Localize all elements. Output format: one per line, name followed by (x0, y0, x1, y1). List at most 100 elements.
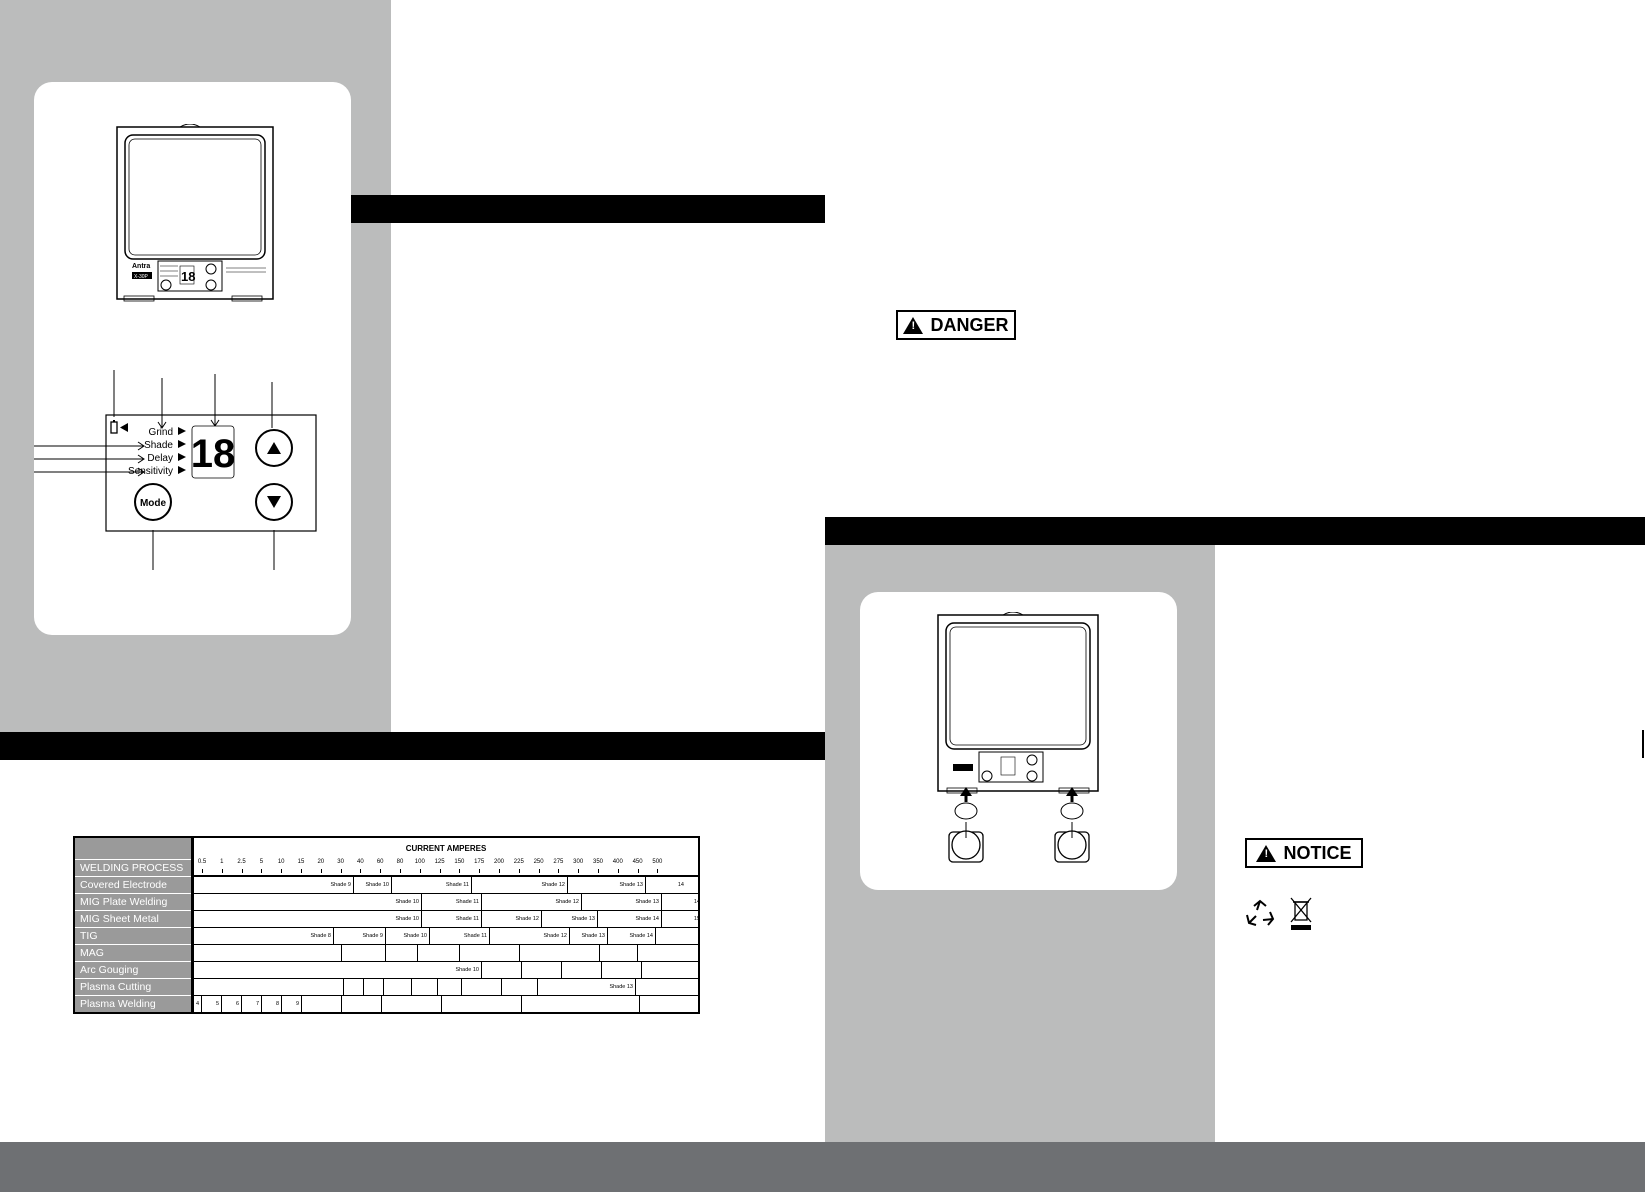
ampere-tick-mark (281, 869, 283, 873)
shade-segment (194, 979, 344, 995)
ampere-tick-label: 400 (612, 859, 623, 865)
shade-segment: 6 (222, 996, 242, 1012)
up-button[interactable] (255, 429, 293, 467)
battery-replacement-diagram (937, 612, 1099, 863)
ampere-tick-mark (637, 869, 639, 873)
shade-segment: Shade 13 (542, 911, 598, 927)
ampere-tick-label: 5 (259, 859, 264, 865)
ampere-tick-label: 40 (357, 859, 364, 865)
shade-segment: 15 (693, 916, 700, 922)
ampere-tick-label: 0.5 (197, 859, 207, 865)
ampere-tick-label: 225 (513, 859, 524, 865)
shade-segment: Shade 11 (422, 894, 482, 910)
shade-segment: Shade 13 (582, 894, 662, 910)
ampere-tick-label: 200 (493, 859, 505, 865)
process-name: TIG (74, 927, 194, 945)
shade-cell: Shade 13 (192, 978, 699, 996)
section-header-bar-top (351, 195, 825, 223)
ampere-tick-label: 30 (337, 859, 344, 865)
shade-segment (412, 979, 438, 995)
shade-segment: Shade 12 (482, 911, 542, 927)
shade-segment: Shade 11 (430, 928, 490, 944)
shade-segment: Shade 10 (354, 877, 392, 893)
ampere-tick-mark (558, 869, 560, 873)
process-name: MIG Sheet Metal (74, 910, 194, 928)
ampere-tick-mark (400, 869, 401, 873)
ampere-tick-mark (598, 869, 599, 873)
ampere-tick-mark (499, 869, 500, 873)
shade-segment: 14 (677, 882, 684, 888)
shade-cell: Shade 10 (192, 961, 699, 979)
shade-segment (462, 979, 502, 995)
shade-cell (192, 944, 699, 962)
down-button[interactable] (255, 483, 293, 521)
section-header-bar-left (0, 732, 825, 760)
ampere-tick-label: 80 (396, 859, 404, 865)
ampere-tick-mark (380, 869, 382, 873)
shade-segment (342, 996, 382, 1012)
shade-segment: Shade 10 (194, 911, 422, 927)
waste-bin-crossed-icon (1290, 897, 1312, 930)
ampere-tick-mark (261, 869, 263, 873)
mode-button-label: Mode (140, 498, 167, 509)
mini-digits: 18 (181, 269, 195, 284)
ampere-tick-label: 15 (297, 859, 305, 865)
ampere-tick-label: 60 (376, 859, 384, 865)
ampere-tick-label: 10 (277, 859, 285, 865)
ampere-tick-label: 100 (414, 859, 425, 865)
shade-segment (364, 979, 384, 995)
table-corner (74, 837, 194, 860)
ampere-tick-label: 450 (632, 859, 643, 865)
shade-segment (438, 979, 462, 995)
shade-segment: Shade 11 (392, 877, 472, 893)
warning-triangle-icon (1256, 844, 1277, 862)
shade-segment (302, 996, 342, 1012)
process-name: Plasma Cutting (74, 978, 194, 996)
ampere-tick-mark (538, 869, 540, 873)
process-name: MIG Plate Welding (74, 893, 194, 911)
mini-model: X-30P (134, 274, 149, 280)
shade-segment (194, 945, 342, 961)
footer-bar (0, 1142, 1645, 1192)
label-shade: Shade (144, 440, 173, 451)
section-header-bar-right (825, 517, 1645, 545)
shade-segment (640, 996, 702, 1012)
shade-segment (562, 962, 602, 978)
ampere-tick-mark (320, 869, 322, 873)
ampere-tick-label: 20 (317, 859, 325, 865)
recycle-icon (1246, 899, 1275, 926)
shade-segment: 8 (262, 996, 282, 1012)
process-name: Covered Electrode (74, 876, 194, 894)
ampere-tick-mark (202, 869, 203, 873)
shade-segment (502, 979, 538, 995)
shade-segment: Shade 13 (568, 877, 646, 893)
table-title: CURRENT AMPERES (192, 837, 699, 859)
mode-button[interactable]: Mode (134, 483, 172, 521)
shade-segment: 5 (202, 996, 222, 1012)
warning-triangle-icon (903, 316, 924, 334)
ampere-tick-mark (518, 869, 520, 873)
shade-segment (342, 945, 386, 961)
shade-segment (602, 962, 642, 978)
shade-segment (522, 962, 562, 978)
ampere-tick-label: 1 (220, 859, 224, 865)
shade-segment: Shade 12 (472, 877, 568, 893)
shade-segment: Shade 12 (490, 928, 570, 944)
shade-segment: Shade 8 (194, 928, 334, 944)
shade-segment (382, 996, 442, 1012)
shade-segment: Shade 10 (194, 962, 482, 978)
shade-segment (460, 945, 520, 961)
shade-segment: Shade 10 (194, 894, 422, 910)
ampere-tick-mark (360, 869, 362, 873)
table-row: MAG (74, 944, 699, 962)
shade-segment (386, 945, 418, 961)
notice-text: NOTICE (1283, 842, 1352, 863)
notice-label: NOTICE (1245, 838, 1363, 868)
